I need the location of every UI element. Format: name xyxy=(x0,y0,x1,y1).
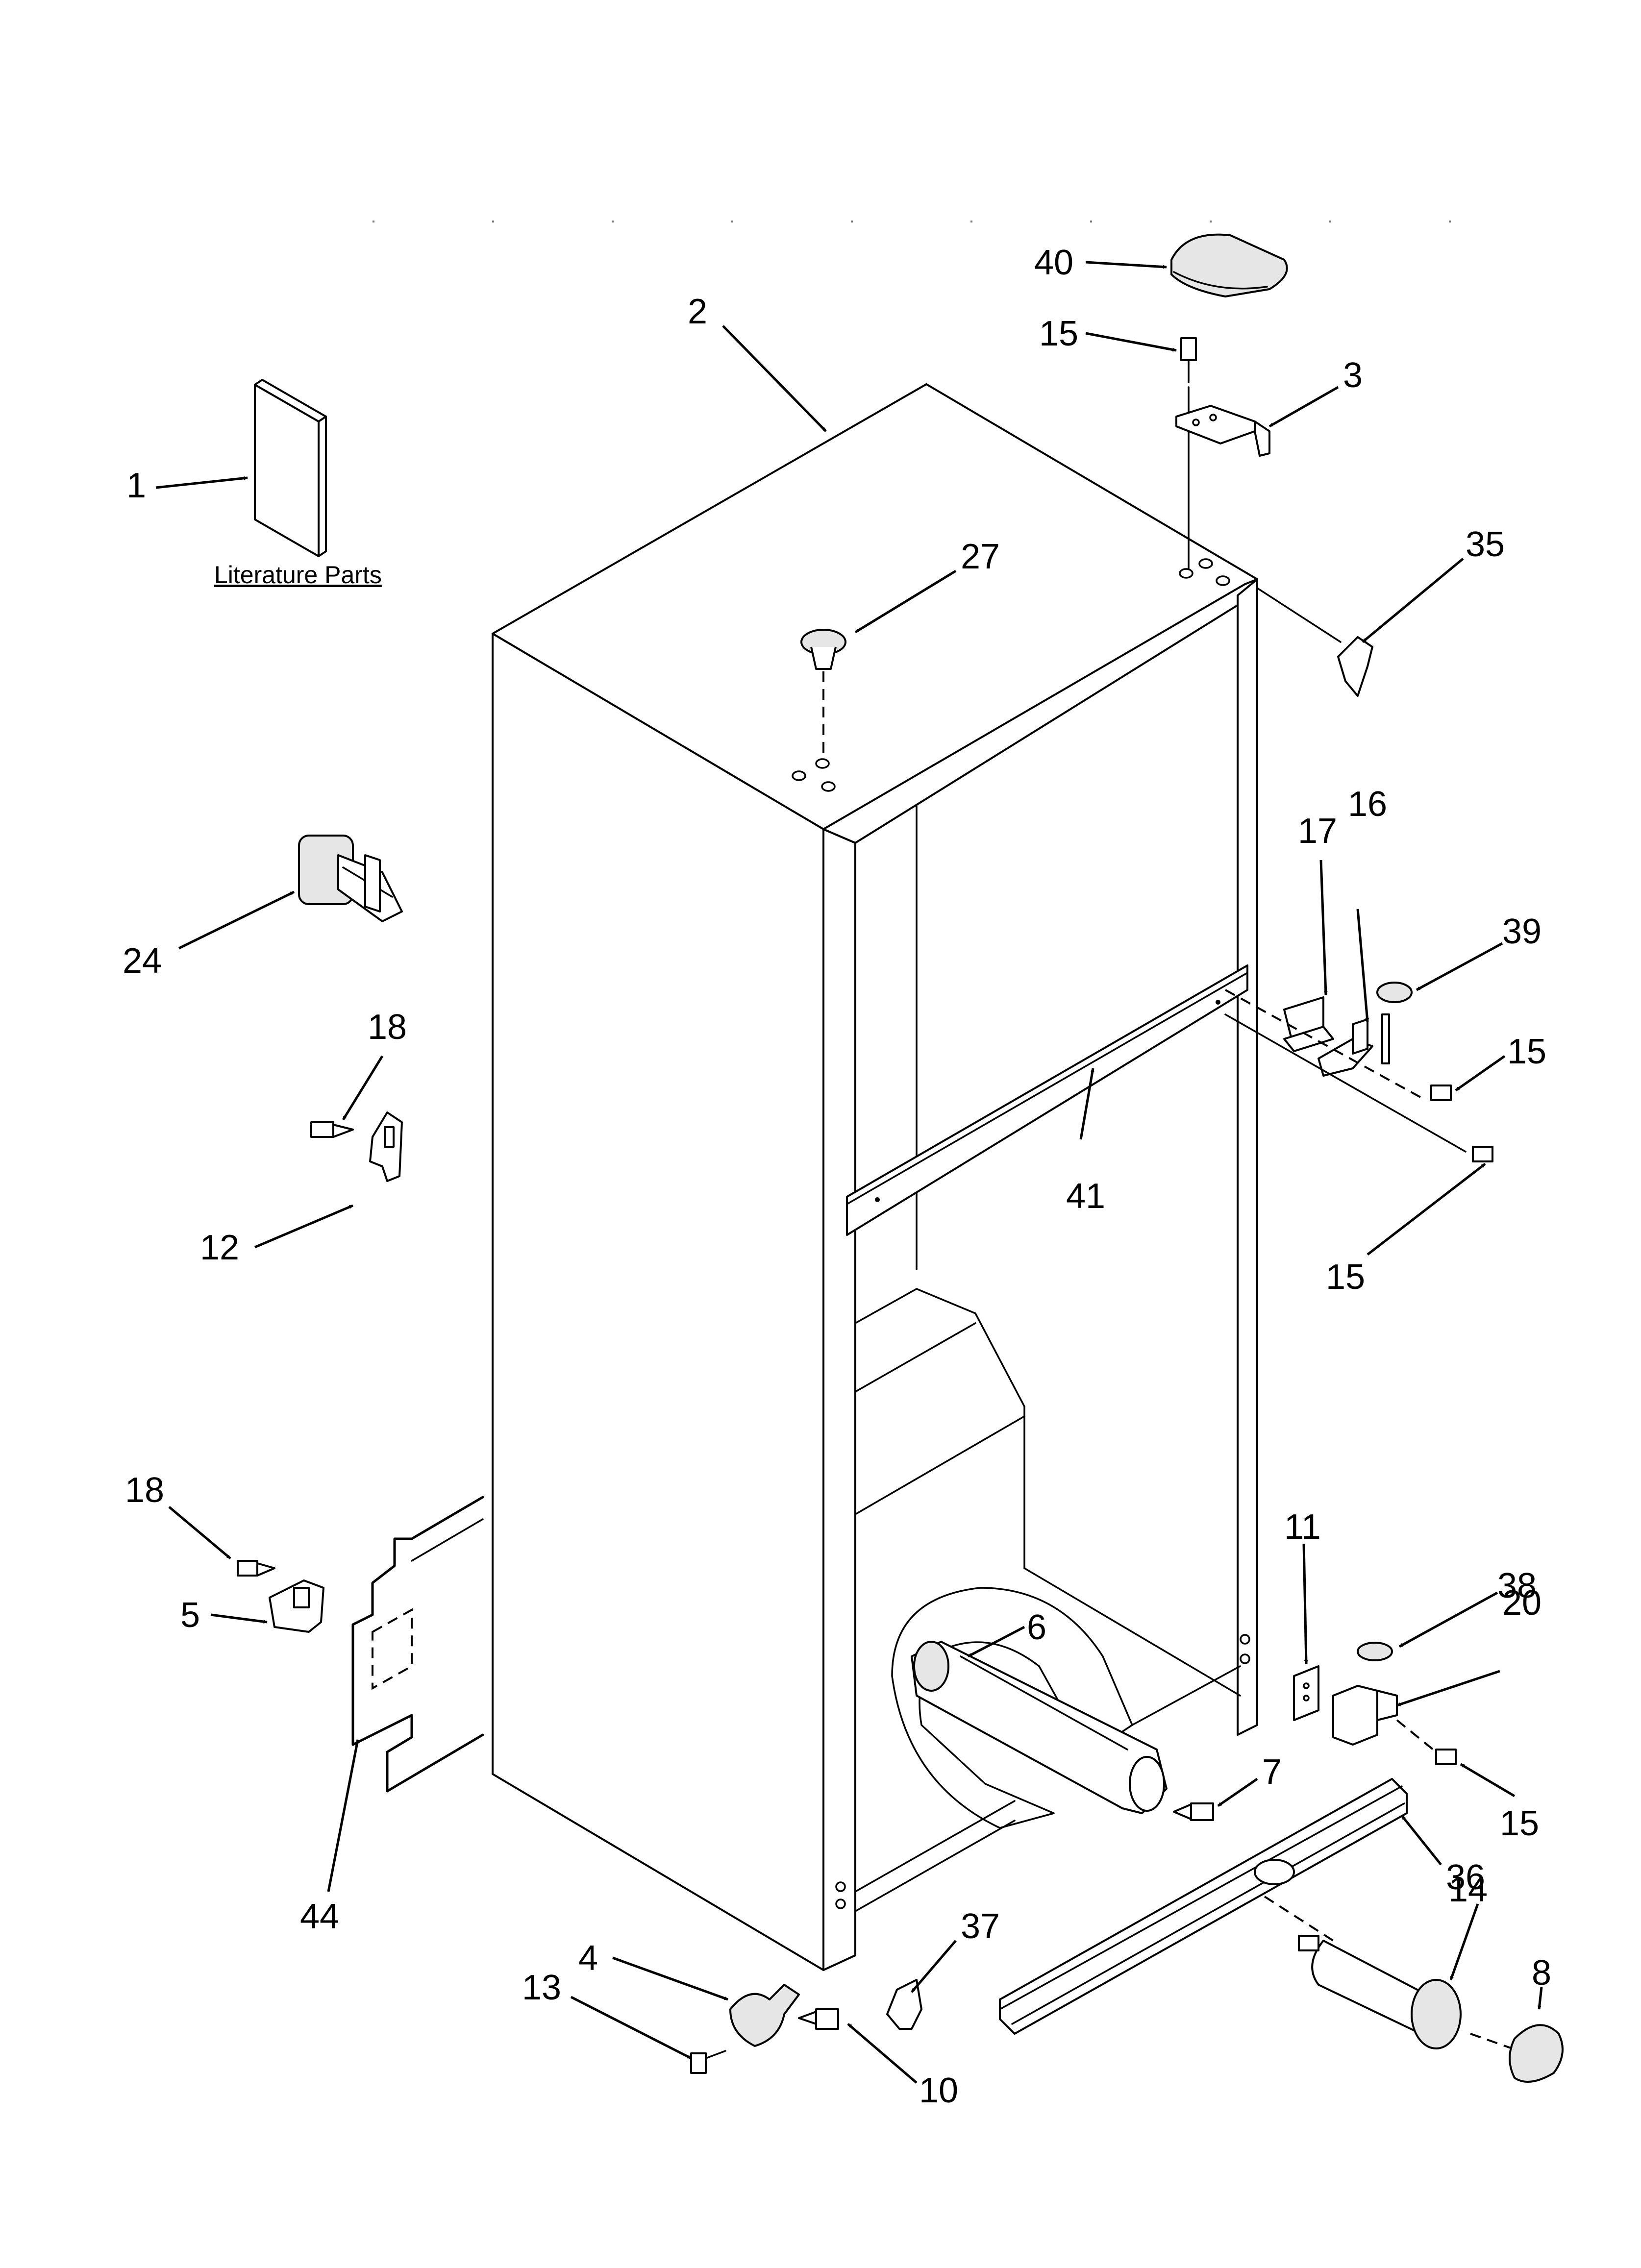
part-14-filter xyxy=(1298,1935,1462,2049)
part-35-clip xyxy=(1256,587,1373,697)
part-24-pin xyxy=(298,835,403,922)
callout-17: 17 xyxy=(1298,812,1337,851)
part-8-cap xyxy=(1470,2024,1564,2083)
parts-18-5-lower xyxy=(237,1560,324,1633)
parts-18-12-upper xyxy=(310,1111,403,1182)
callout-8: 8 xyxy=(1532,1953,1551,1993)
part-7-screw xyxy=(1173,1802,1214,1821)
callout-10: 10 xyxy=(919,2071,958,2110)
callout-18-lower: 18 xyxy=(125,1471,164,1510)
callout-24: 24 xyxy=(123,941,162,981)
callout-labels: 1 2 3 4 5 6 7 8 10 11 12 13 14 15 15 15 … xyxy=(123,243,1551,2110)
callout-44: 44 xyxy=(300,1897,339,1936)
callout-16: 16 xyxy=(1348,785,1387,824)
part-40-cap xyxy=(1170,233,1288,297)
lower-hinge-assembly xyxy=(1293,1642,1457,1765)
callout-12: 12 xyxy=(200,1228,239,1267)
callout-20: 20 xyxy=(1502,1583,1542,1623)
callout-6: 6 xyxy=(1027,1608,1046,1647)
literature-caption: Literature Parts xyxy=(214,561,382,589)
callout-7: 7 xyxy=(1262,1752,1282,1792)
callout-36: 36 xyxy=(1446,1858,1485,1897)
callout-39: 39 xyxy=(1502,912,1542,951)
callout-40: 40 xyxy=(1034,243,1073,282)
callout-18-upper: 18 xyxy=(368,1008,407,1047)
parts-4-13 xyxy=(690,1984,800,2074)
callout-5: 5 xyxy=(180,1596,200,1635)
callout-13: 13 xyxy=(522,1968,561,2007)
refrigerator-cabinet xyxy=(492,383,1258,1971)
callout-37: 37 xyxy=(961,1907,1000,1946)
callout-15-right-upper: 15 xyxy=(1507,1032,1546,1071)
part-44-panel xyxy=(351,1496,484,1793)
literature-booklet xyxy=(254,379,327,557)
callout-15-bottom-right: 15 xyxy=(1500,1804,1539,1843)
callout-15-right-lower: 15 xyxy=(1326,1257,1365,1297)
callout-11: 11 xyxy=(1284,1507,1321,1547)
callout-41: 41 xyxy=(1066,1177,1105,1216)
top-hinge-assembly xyxy=(1175,337,1270,569)
callout-15-top: 15 xyxy=(1039,314,1078,353)
callout-38: 38 xyxy=(1497,1566,1537,1605)
callout-27: 27 xyxy=(961,537,1000,576)
leader-arrows xyxy=(155,261,1543,2084)
callout-35: 35 xyxy=(1466,525,1505,564)
part-10-screw xyxy=(798,2008,839,2030)
callout-2: 2 xyxy=(688,292,707,331)
part-36-grille xyxy=(999,1778,1408,2035)
part-6-filter-housing xyxy=(891,1587,1168,1829)
callout-1: 1 xyxy=(126,466,146,505)
center-hinge-assembly xyxy=(1224,982,1493,1162)
callout-3: 3 xyxy=(1343,356,1363,395)
callout-14: 14 xyxy=(1448,1870,1488,1909)
part-27-plug xyxy=(800,629,846,755)
callout-4: 4 xyxy=(578,1939,598,1978)
